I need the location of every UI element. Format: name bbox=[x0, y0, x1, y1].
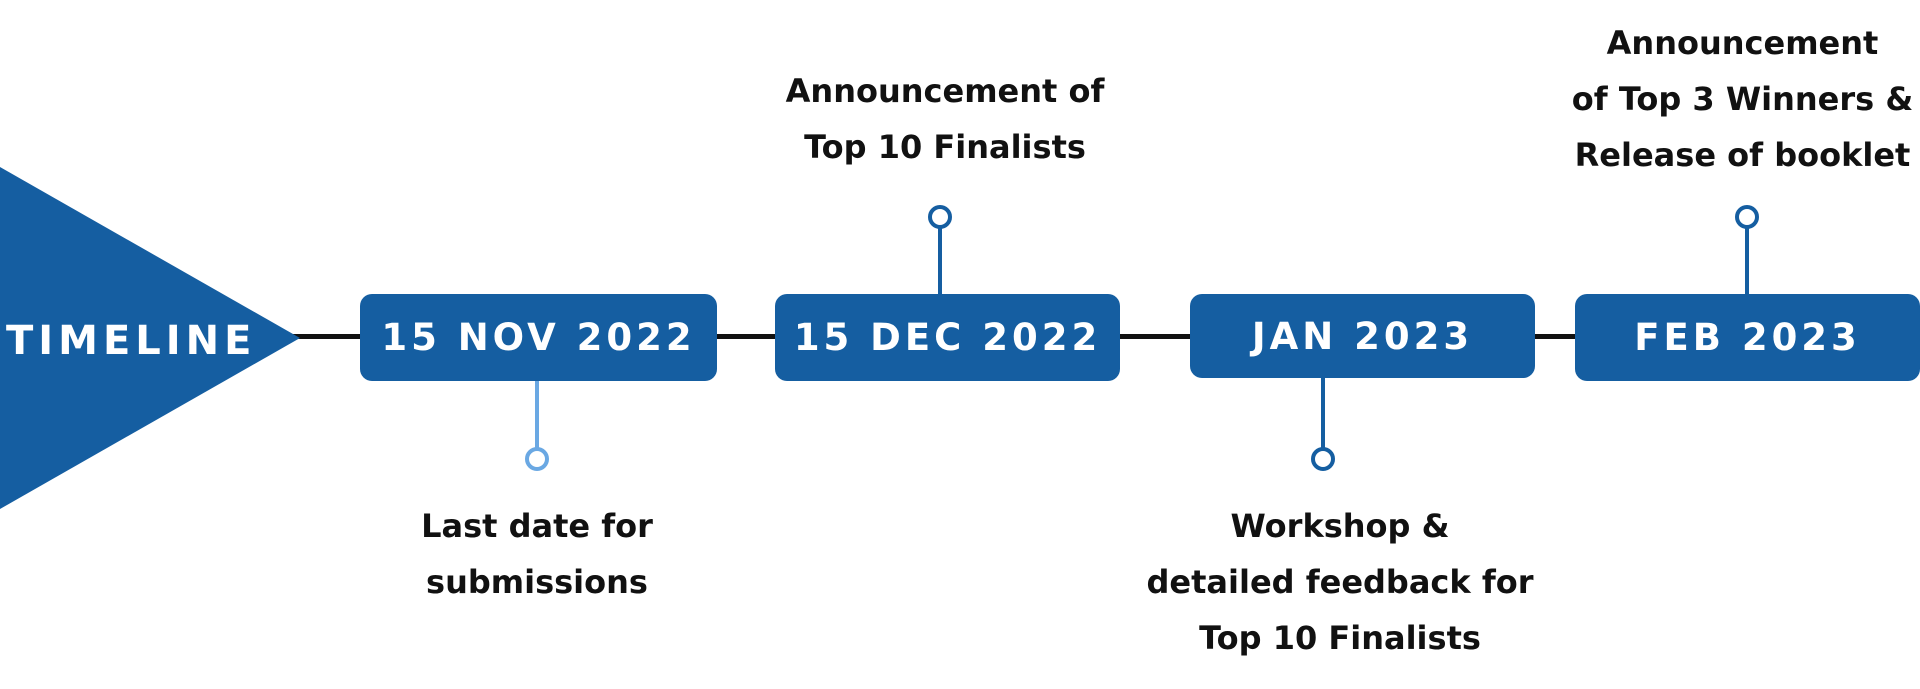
milestone-stem-1 bbox=[535, 381, 539, 458]
milestone-caption-3-line-3: Top 10 Finalists bbox=[1199, 619, 1481, 657]
milestone-caption-4: Announcement of Top 3 Winners & Release … bbox=[1560, 15, 1920, 183]
milestone-caption-2-line-1: Announcement of bbox=[785, 72, 1105, 110]
timeline-title: TIMELINE bbox=[6, 318, 257, 364]
milestone-caption-4-line-3: Release of booklet bbox=[1574, 136, 1911, 174]
milestone-node-2 bbox=[928, 205, 952, 229]
milestone-date-box-2: 15 DEC 2022 bbox=[775, 294, 1120, 381]
milestone-date-box-4: FEB 2023 bbox=[1575, 294, 1920, 381]
milestone-caption-1-line-2: submissions bbox=[426, 563, 648, 601]
milestone-date-box-3: JAN 2023 bbox=[1190, 294, 1535, 378]
milestone-stem-4 bbox=[1745, 228, 1749, 294]
milestone-stem-3 bbox=[1321, 378, 1325, 458]
milestone-caption-3: Workshop & detailed feedback for Top 10 … bbox=[1120, 498, 1560, 666]
milestone-caption-4-line-1: Announcement bbox=[1606, 24, 1879, 62]
milestone-date-box-1: 15 NOV 2022 bbox=[360, 294, 717, 381]
milestone-caption-3-line-1: Workshop & bbox=[1230, 507, 1450, 545]
milestone-caption-1: Last date for submissions bbox=[387, 498, 687, 610]
milestone-caption-3-line-2: detailed feedback for bbox=[1146, 563, 1534, 601]
milestone-node-4 bbox=[1735, 205, 1759, 229]
milestone-node-1 bbox=[525, 447, 549, 471]
milestone-caption-2-line-2: Top 10 Finalists bbox=[804, 128, 1086, 166]
milestone-stem-2 bbox=[938, 228, 942, 294]
milestone-node-3 bbox=[1311, 447, 1335, 471]
milestone-caption-1-line-1: Last date for bbox=[421, 507, 653, 545]
timeline-arrow-triangle bbox=[0, 167, 300, 509]
milestone-caption-2: Announcement of Top 10 Finalists bbox=[745, 63, 1145, 175]
milestone-caption-4-line-2: of Top 3 Winners & bbox=[1571, 80, 1914, 118]
